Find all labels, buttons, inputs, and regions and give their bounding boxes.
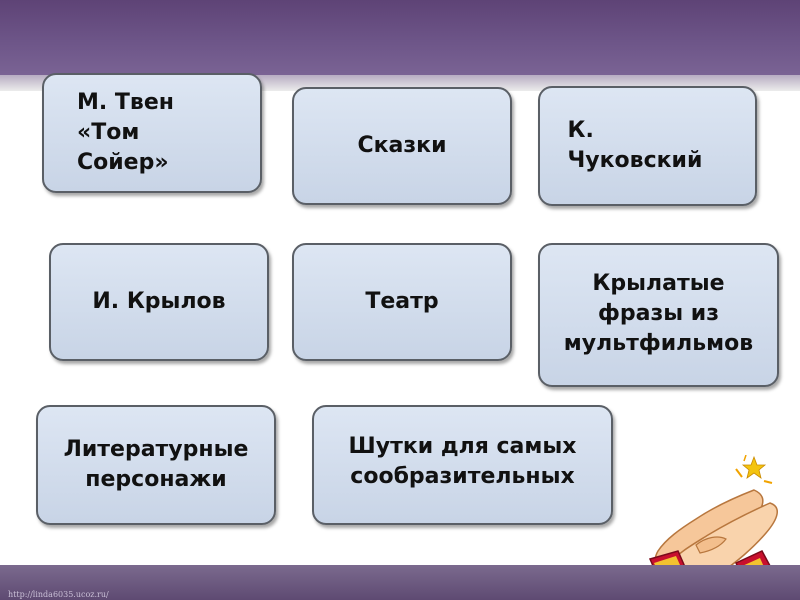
tile-label: Литературные персонажи <box>51 435 261 495</box>
tile-cartoon-phrases[interactable]: Крылатые фразы из мультфильмов <box>538 243 779 387</box>
footer-bar <box>0 565 800 600</box>
tile-fairy-tales[interactable]: Сказки <box>292 87 512 205</box>
footer-url: http://linda6035.ucoz.ru/ <box>8 590 109 599</box>
tile-label: Крылатые фразы из мультфильмов <box>551 269 766 359</box>
tile-label: Сказки <box>357 131 446 161</box>
tile-label: И. Крылов <box>92 287 225 317</box>
tile-label: Шутки для самых сообразительных <box>320 432 605 492</box>
tile-label: Театр <box>365 287 438 317</box>
tile-theatre[interactable]: Театр <box>292 243 512 361</box>
header-banner <box>0 0 800 75</box>
tile-label: М. Твен «Том Сойер» <box>77 88 227 178</box>
tile-twain-tom-sawyer[interactable]: М. Твен «Том Сойер» <box>42 73 262 193</box>
tile-literary-characters[interactable]: Литературные персонажи <box>36 405 276 525</box>
tile-jokes[interactable]: Шутки для самых сообразительных <box>312 405 613 525</box>
tile-label: К. Чуковский <box>568 116 728 176</box>
tile-chukovsky[interactable]: К. Чуковский <box>538 86 757 206</box>
tile-krylov[interactable]: И. Крылов <box>49 243 269 361</box>
